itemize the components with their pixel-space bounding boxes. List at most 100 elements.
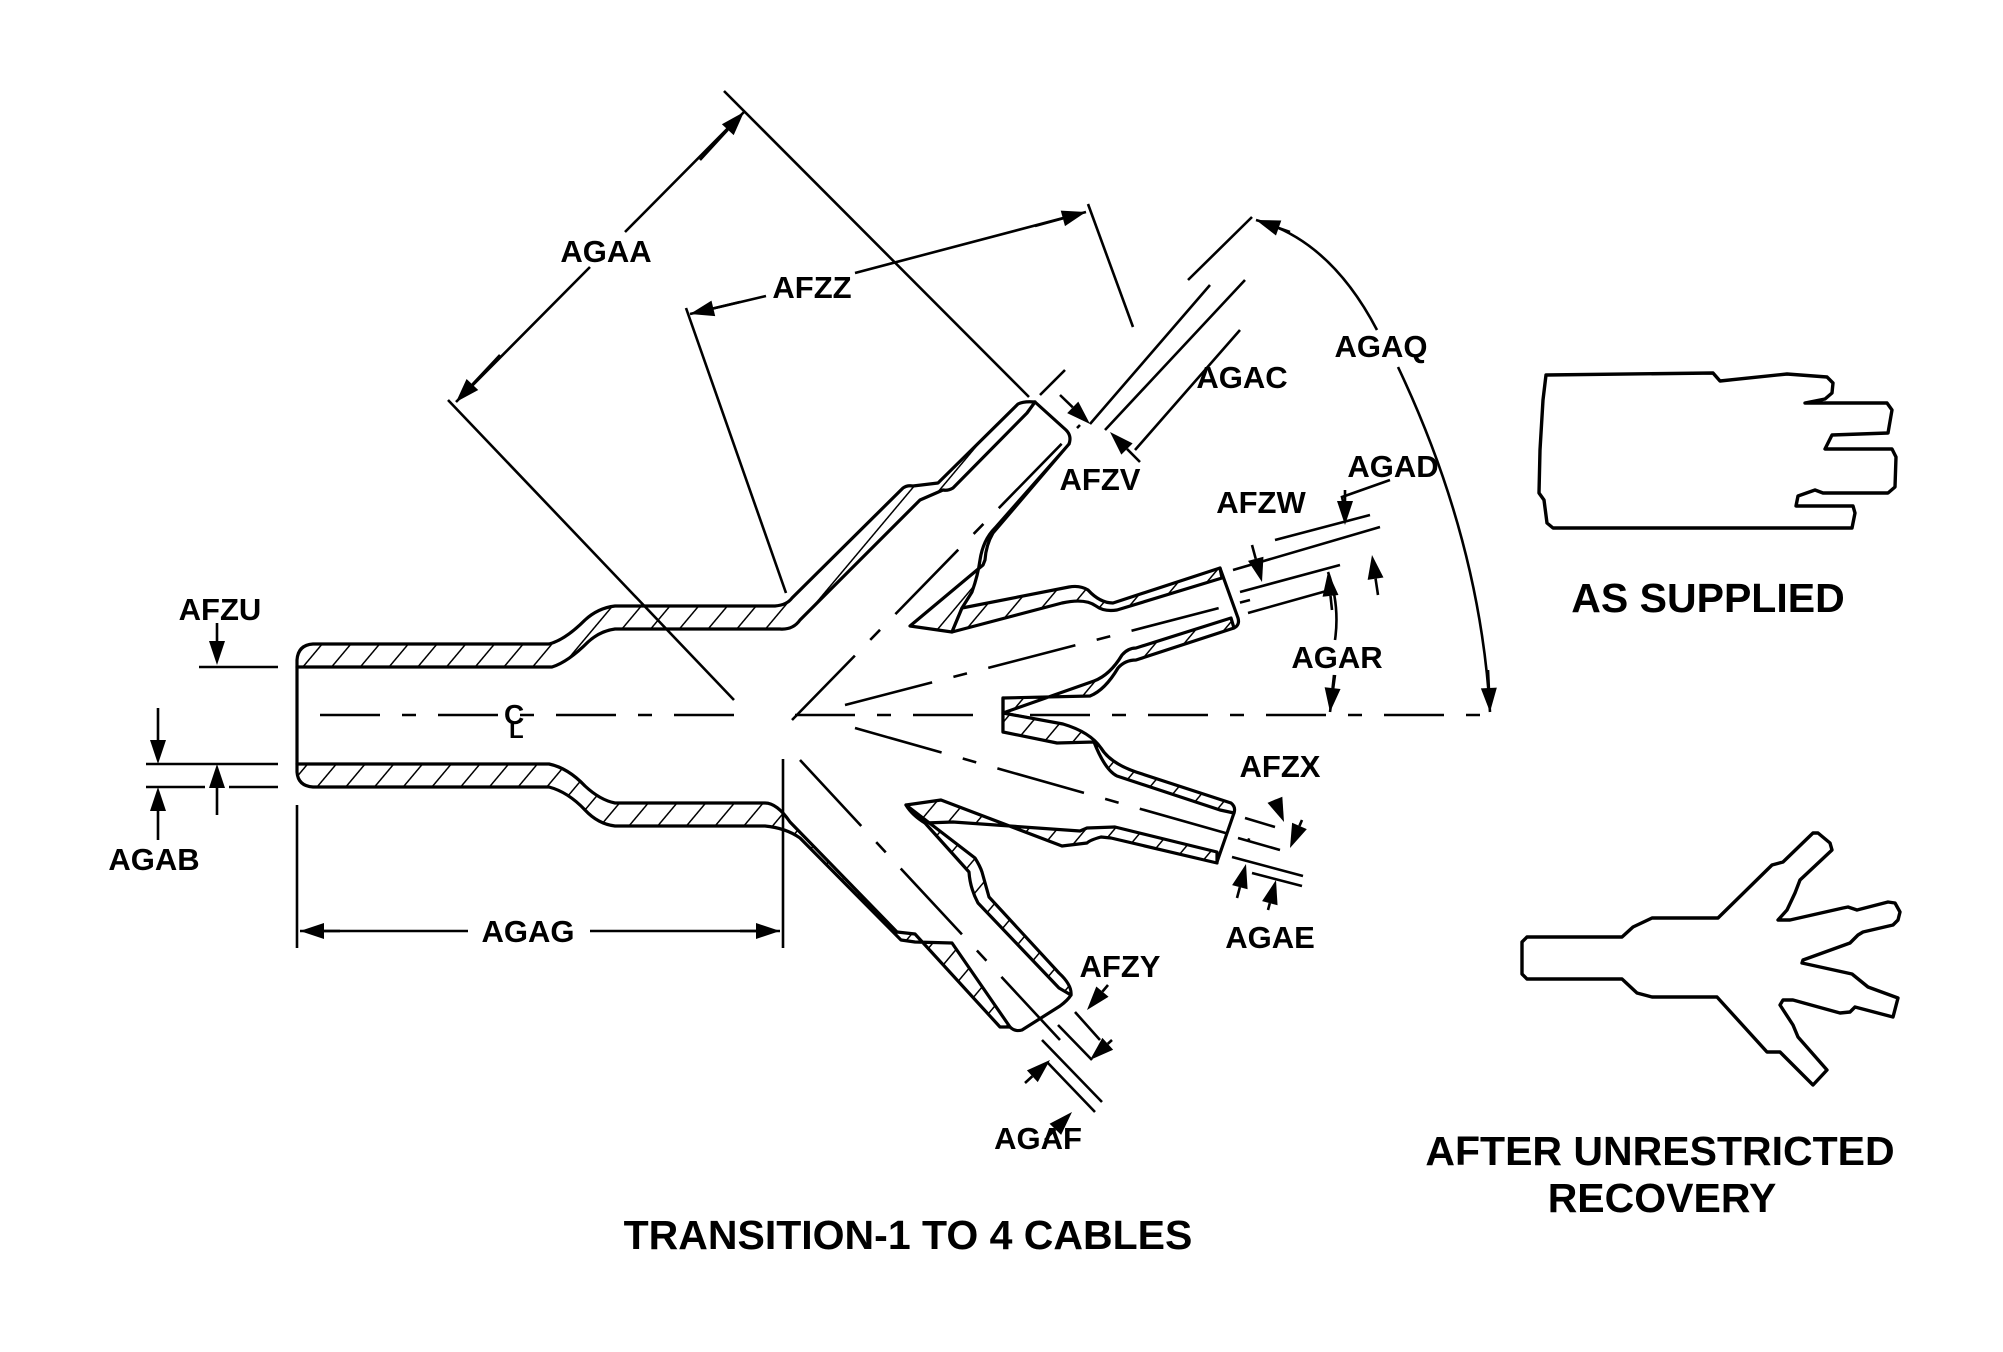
agar-arrow-bottom-shaft <box>1331 674 1336 689</box>
agaf-arrow-bottom-head <box>1049 1112 1072 1135</box>
agaq-extension <box>1187 216 1253 281</box>
agab-arrow-down-head <box>150 740 166 764</box>
agaf-arrow-left-shaft <box>1024 1075 1034 1084</box>
label-agab: AGAB <box>108 842 199 877</box>
agae-arrow-down-shaft <box>1298 819 1304 827</box>
agar-arrow-top-shaft <box>1329 595 1334 611</box>
agaa-arrow-bottom-shaft <box>471 354 501 386</box>
agaf-arrow-right-shaft <box>1106 1039 1113 1045</box>
after-recovery-view: AFTER UNRESTRICTED RECOVERY <box>1425 831 1902 1221</box>
agaa-arrow-top-head <box>721 112 744 136</box>
bottom-wall <box>295 762 1012 1029</box>
label-afzy: AFZY <box>1080 949 1161 984</box>
agaa-extension-left <box>447 399 735 701</box>
agad-extension <box>1274 513 1371 542</box>
agae-arrow-up-left-head <box>1232 864 1248 890</box>
afzw-arrow-down-shaft <box>1250 544 1257 560</box>
agae-extension <box>1231 855 1304 888</box>
agaf-arrow-bottom-shaft <box>1044 1128 1057 1141</box>
after-recovery-outline <box>1520 831 1902 1087</box>
upper-branch-end-cap <box>1033 400 1072 446</box>
afzz-dim-line <box>689 210 1087 316</box>
afzz-arrow-left-head <box>690 300 716 317</box>
afzz-extension-left <box>684 307 788 594</box>
agar-arrow-top-head <box>1322 572 1339 597</box>
afzz-arrow-right-shaft <box>1034 217 1064 228</box>
label-agac: AGAC <box>1196 360 1287 395</box>
afzv-arrow-head <box>1067 401 1090 424</box>
agaq-arrow-bottom-head <box>1480 687 1497 712</box>
agag-arrow-left-head <box>300 923 324 939</box>
agar-arrow-bottom-head <box>1324 687 1341 712</box>
as-supplied-outline <box>1537 371 1898 530</box>
cl-symbol-c: C <box>504 699 524 730</box>
upper-branch-lower-wall <box>908 442 1071 634</box>
afzv-arrow-shaft <box>1059 394 1074 409</box>
agaq-arrow-top-shaft <box>1278 226 1291 234</box>
lower-right-branch-centerline <box>854 726 1251 842</box>
top-wall <box>295 400 1037 669</box>
afzx-extension <box>1237 816 1281 852</box>
agag-arrow-right-head <box>756 923 780 939</box>
agaa-arrow-top-shaft <box>699 128 729 161</box>
agaa-arrow-bottom-head <box>456 379 479 402</box>
cl-symbol-l: L <box>509 717 524 744</box>
agac-extension-lines <box>1089 279 1246 451</box>
agac-arrow-shaft <box>1126 448 1141 463</box>
afzy-arrow-head <box>1087 986 1109 1010</box>
dimension-labels: AGAA AFZZ AGAC AGAQ AFZV AGAD AFZW AGAR … <box>108 234 1438 1156</box>
agad-arrow-up-shaft <box>1374 578 1380 596</box>
label-afzx: AFZX <box>1240 749 1321 784</box>
upper-branch-centerline <box>791 424 1081 721</box>
label-agaf: AGAF <box>994 1121 1082 1156</box>
upper-right-branch-centerline <box>844 598 1251 707</box>
as-supplied-caption: AS SUPPLIED <box>1571 575 1844 621</box>
centerlines <box>320 424 1495 1041</box>
afzv-extension-line <box>1039 369 1066 396</box>
label-agar: AGAR <box>1291 640 1382 675</box>
afzz-extension-right <box>1086 203 1135 328</box>
agab-extension <box>146 762 278 789</box>
centerline-symbol: C L <box>504 699 524 744</box>
afzx-arrow-down-head <box>1267 796 1284 822</box>
main-title: TRANSITION-1 TO 4 CABLES <box>624 1212 1193 1258</box>
label-afzv: AFZV <box>1060 462 1141 497</box>
after-recovery-caption-line2: RECOVERY <box>1548 1175 1777 1221</box>
lower-right-branch-end-cap <box>1215 811 1236 864</box>
label-agag: AGAG <box>482 914 575 949</box>
label-afzw: AFZW <box>1216 485 1306 520</box>
label-afzu: AFZU <box>179 592 262 627</box>
agae-arrow-up-right-head <box>1262 880 1278 906</box>
afzz-arrow-right-head <box>1060 210 1086 227</box>
transition-body <box>295 400 1241 1033</box>
agab-arrow-up-head <box>150 787 166 811</box>
afzy-extension <box>1041 1011 1103 1113</box>
afzy-arrow-shaft <box>1101 984 1109 993</box>
agae-arrow-up-left-shaft <box>1235 886 1242 899</box>
lower-branch-end-cap <box>1008 993 1073 1033</box>
lower-branch-right-wall <box>904 803 1073 997</box>
agaa-extension-right <box>723 90 1030 398</box>
agab-arrow-up-right-head <box>209 764 225 788</box>
label-agae: AGAE <box>1225 920 1315 955</box>
agae-arrow-down-head <box>1290 822 1307 848</box>
as-supplied-view: AS SUPPLIED <box>1537 371 1898 621</box>
lower-branch-centerline <box>799 759 1061 1041</box>
agaq-arrow-bottom-shaft <box>1486 669 1491 689</box>
agaq-arrow-top-head <box>1256 220 1282 236</box>
afzz-arrow-left-shaft <box>713 300 741 310</box>
agad-arrow-down-head <box>1337 501 1353 525</box>
label-agaq: AGAQ <box>1335 329 1428 364</box>
label-agaa: AGAA <box>560 234 651 269</box>
lower-right-branch-top-wall <box>1001 711 1237 815</box>
afzu-arrow-head <box>209 641 225 665</box>
after-recovery-caption-line1: AFTER UNRESTRICTED <box>1425 1128 1894 1174</box>
label-afzz: AFZZ <box>772 270 851 305</box>
agaf-arrow-left-head <box>1026 1060 1050 1083</box>
upper-right-branch-top-wall <box>950 566 1224 634</box>
afzw-arrow-down-head <box>1248 556 1264 582</box>
agad-arrow-up-head <box>1367 555 1384 580</box>
middle-wall <box>1001 616 1236 715</box>
arrowheads <box>150 112 1497 1141</box>
